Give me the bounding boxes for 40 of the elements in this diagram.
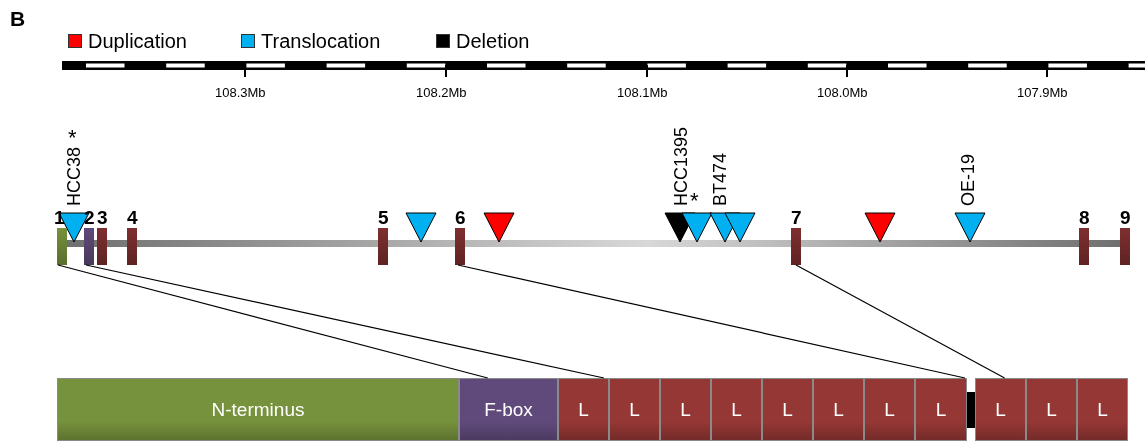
scale-tick-label: 108.0Mb [817, 86, 868, 99]
cell-line-label: HCC1395 [672, 126, 690, 206]
exon-number: 4 [127, 208, 138, 227]
scale-tick-label: 107.9Mb [1017, 86, 1068, 99]
cell-line-label: BT474 [711, 152, 729, 206]
exon-number: 5 [378, 208, 389, 227]
protein-domain: L [558, 378, 609, 441]
exon-number: 7 [791, 208, 802, 227]
protein-domain: L [762, 378, 813, 441]
legend-label: Translocation [261, 31, 381, 51]
protein-domain: F-box [459, 378, 558, 441]
protein-domain: L [1077, 378, 1128, 441]
scale-tick-label: 108.2Mb [416, 86, 467, 99]
protein-domain: N-terminus [57, 378, 459, 441]
leader-line [795, 264, 1006, 379]
panel-letter: B [10, 8, 26, 29]
protein-domain: L [609, 378, 660, 441]
asterisk: * [690, 190, 699, 212]
leader-line [57, 264, 489, 379]
protein-domain: L [660, 378, 711, 441]
exon-number: 9 [1120, 208, 1131, 227]
scale-tick-label: 108.1Mb [617, 86, 668, 99]
asterisk: * [68, 127, 77, 149]
exon-number: 8 [1079, 208, 1090, 227]
leader-line [457, 264, 966, 379]
exon-number: 3 [97, 208, 108, 227]
cell-line-label: HCC38 [65, 146, 83, 206]
protein-domain: L [1026, 378, 1077, 441]
protein-domain: L [915, 378, 967, 441]
legend-label: Duplication [88, 31, 187, 51]
legend-label: Deletion [456, 31, 530, 51]
scale-tick-label: 108.3Mb [215, 86, 266, 99]
cell-line-label: OE-19 [959, 153, 977, 206]
protein-domain: L [813, 378, 864, 441]
protein-domain: L [975, 378, 1026, 441]
protein-domain: L [864, 378, 915, 441]
protein-domain: L [711, 378, 762, 441]
leader-line [85, 264, 605, 379]
exon-number: 6 [455, 208, 466, 227]
linker-bar [967, 392, 975, 428]
